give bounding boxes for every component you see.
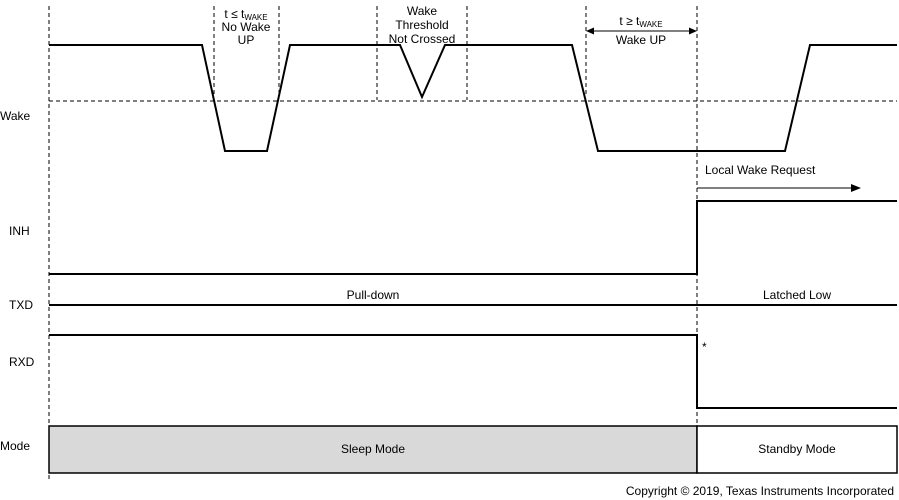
- arrow-right-head-icon: [851, 184, 861, 192]
- rxd-asterisk-note: *: [702, 340, 707, 354]
- rxd-signal-label: RXD: [9, 355, 35, 369]
- threshold-label-line1: Wake: [407, 4, 438, 18]
- inh-waveform: [49, 200, 897, 275]
- latched-low-label: Latched Low: [763, 288, 831, 302]
- inh-signal-label: INH: [9, 224, 30, 238]
- copyright-text: Copyright © 2019, Texas Instruments Inco…: [626, 484, 894, 498]
- sleep-mode-block: [48, 425, 698, 474]
- wake-up-label: Wake UP: [616, 33, 666, 47]
- no-wake-label-line1: No Wake: [222, 20, 271, 34]
- local-wake-request-label: Local Wake Request: [705, 163, 816, 177]
- arrow-right-head-icon: [689, 27, 697, 35]
- threshold-label-line2: Threshold: [395, 18, 448, 32]
- sleep-mode-label: Sleep Mode: [341, 442, 405, 456]
- rxd-waveform: [49, 334, 897, 409]
- wake-waveform: [49, 44, 897, 152]
- wake-signal-label: Wake: [0, 109, 31, 123]
- no-wake-label-line2: UP: [238, 33, 255, 47]
- txd-signal-label: TXD: [9, 298, 33, 312]
- standby-mode-block: [696, 425, 898, 474]
- pull-down-label: Pull-down: [347, 288, 400, 302]
- wake-up-time-label: t ≥ tWAKE: [619, 14, 662, 29]
- mode-signal-label: Mode: [0, 439, 30, 453]
- arrow-left-head-icon: [586, 27, 594, 35]
- threshold-label-line3: Not Crossed: [389, 32, 456, 46]
- no-wake-time-label: t ≤ tWAKE: [224, 7, 267, 22]
- standby-mode-label: Standby Mode: [758, 442, 836, 456]
